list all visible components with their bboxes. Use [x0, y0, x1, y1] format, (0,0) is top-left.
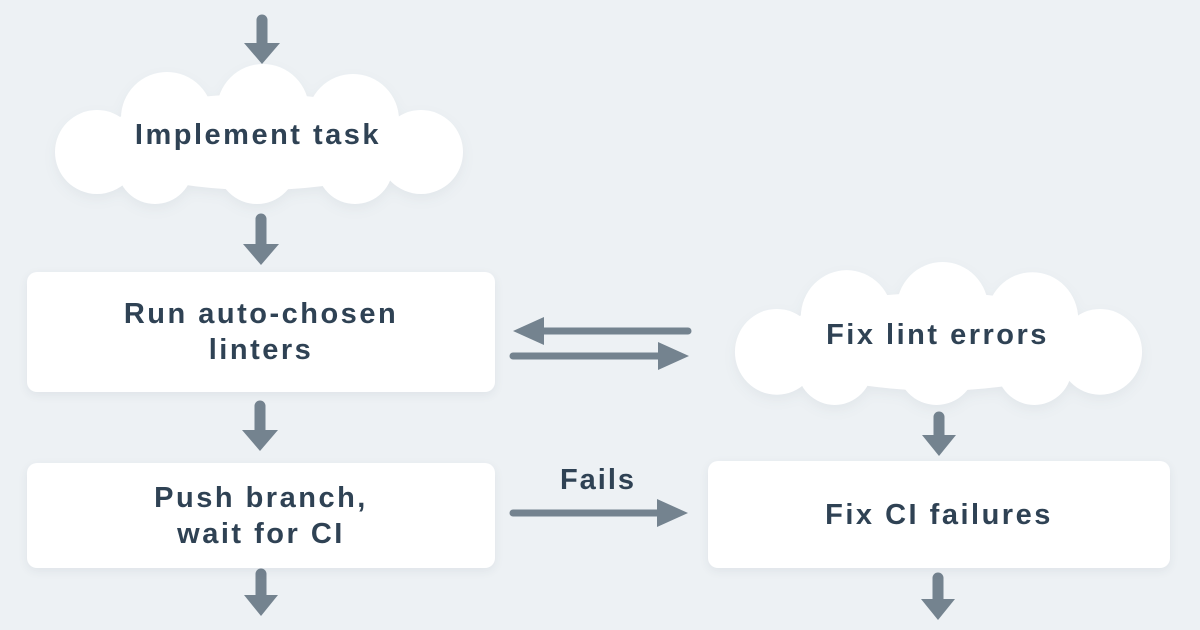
- node-fix-ci-failures: Fix CI failures: [708, 461, 1170, 568]
- cloud-icon: [55, 64, 463, 204]
- node-label-line1: Run auto-chosen: [123, 298, 399, 330]
- arrow-down-icon: [921, 572, 955, 620]
- node-run-linters: Run auto-chosen linters: [27, 272, 495, 392]
- node-label-line1: Push branch,: [154, 481, 368, 514]
- node-label: Run auto-chosen linters: [124, 296, 398, 368]
- node-implement-task: Implement task: [25, 64, 491, 206]
- node-label: Fix CI failures: [825, 498, 1053, 531]
- arrow-right-icon: [509, 342, 689, 370]
- arrow-down-icon: [244, 14, 280, 64]
- arrow-down-icon: [244, 568, 278, 616]
- node-label-line2: linters: [208, 334, 314, 366]
- node-fix-lint-errors: Fix lint errors: [705, 262, 1170, 407]
- node-label: Fix lint errors: [826, 318, 1049, 351]
- cloud-icon: [734, 262, 1143, 405]
- node-label: Push branch, wait for CI: [154, 480, 368, 552]
- edge-label-fails: Fails: [559, 464, 637, 496]
- node-label: Implement task: [134, 119, 382, 151]
- node-label-line2: wait for CI: [177, 517, 345, 550]
- arrow-down-icon: [922, 411, 956, 456]
- arrow-down-icon: [243, 213, 279, 265]
- arrow-down-icon: [242, 400, 278, 451]
- arrow-left-icon: [513, 317, 692, 345]
- arrow-right-icon: [509, 499, 688, 527]
- node-push-branch: Push branch, wait for CI: [27, 463, 495, 568]
